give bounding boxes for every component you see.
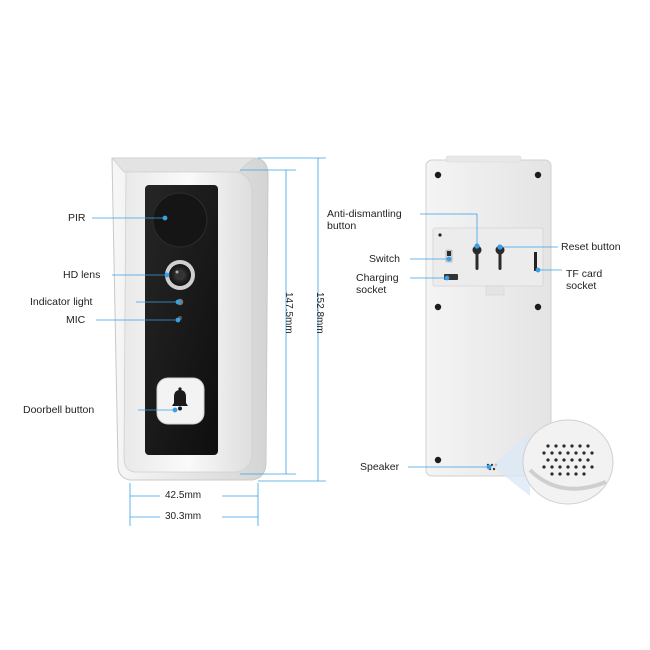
speaker-grille xyxy=(542,444,594,476)
dim-height-inner: 147.5mm xyxy=(283,292,294,334)
label-charging-1: Charging xyxy=(356,272,399,284)
dim-width-outer: 42.5mm xyxy=(165,490,202,501)
dim-width-inner: 30.3mm xyxy=(165,511,202,522)
label-tf-card-1: TF card xyxy=(566,268,603,280)
speaker-zoom xyxy=(492,419,614,505)
label-mic: MIC xyxy=(66,314,86,326)
label-anti-dismantling-2: button xyxy=(327,220,357,232)
front-leaders xyxy=(92,215,181,413)
height-dimension-lines xyxy=(240,157,326,482)
label-tf-card-2: socket xyxy=(566,280,597,292)
label-doorbell-button: Doorbell button xyxy=(23,404,95,416)
label-switch: Switch xyxy=(369,253,400,265)
label-reset-button: Reset button xyxy=(561,241,621,253)
pir-sensor xyxy=(152,192,208,248)
label-hd-lens: HD lens xyxy=(63,269,101,281)
label-anti-dismantling-1: Anti-dismantling xyxy=(327,208,402,220)
label-indicator-light: Indicator light xyxy=(30,296,93,308)
label-charging-2: socket xyxy=(356,284,387,296)
tf-card-slot-shape xyxy=(534,252,537,271)
label-pir: PIR xyxy=(68,212,86,224)
front-device xyxy=(111,157,269,481)
width-dimension-lines xyxy=(129,483,259,526)
back-leaders xyxy=(408,213,562,470)
bell-icon xyxy=(172,387,188,411)
label-speaker: Speaker xyxy=(360,461,400,473)
back-device xyxy=(425,155,552,477)
dim-height-outer: 152.8mm xyxy=(314,292,325,334)
